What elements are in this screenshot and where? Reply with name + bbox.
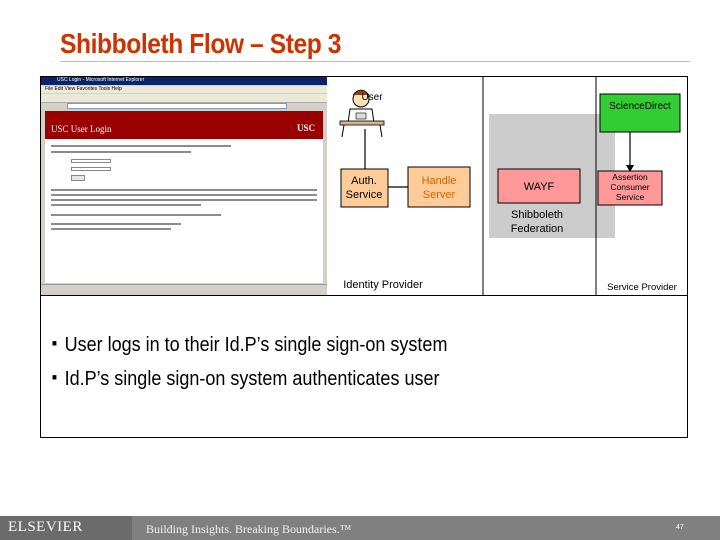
sd-acs-arrowhead: [626, 165, 634, 172]
slide-title: Shibboleth Flow – Step 3: [60, 28, 342, 59]
bullet-text: User logs in to their Id.P’s single sign…: [64, 334, 448, 356]
bullet-item: ■ User logs in to their Id.P’s single sig…: [52, 334, 447, 357]
user-label: User: [361, 92, 383, 103]
browser-menu: File Edit View Favorites Tools Help: [45, 86, 122, 92]
page-number: 47: [676, 524, 684, 531]
bullet-square-icon: ■: [52, 337, 57, 348]
browser-window-title: USC Login - Microsoft Internet Explorer: [57, 77, 145, 83]
password-field[interactable]: [71, 167, 111, 171]
acs-label-1: Assertion: [612, 172, 648, 182]
acs-label-3: Service: [616, 192, 645, 202]
page-text-line: [51, 199, 317, 201]
footer-tagline: Building Insights. Breaking Boundaries.™: [146, 522, 352, 536]
service-provider-label: Service Provider: [607, 282, 677, 293]
bullet-item: ■ Id.P’s single sign-on system authentica…: [52, 368, 439, 391]
bullet-square-icon: ■: [52, 371, 57, 382]
browser-address-bar: [67, 103, 287, 109]
auth-service-box: [340, 168, 389, 208]
federation-label-1: Shibboleth: [511, 209, 563, 221]
login-page-heading: USC User Login: [51, 124, 112, 134]
browser-titlebar: [41, 77, 327, 85]
usc-logo: USC: [297, 123, 316, 133]
login-button[interactable]: [71, 175, 85, 181]
sciencedirect-label: ScienceDirect: [609, 101, 671, 112]
wayf-label: WAYF: [524, 181, 555, 193]
username-field[interactable]: [71, 159, 111, 163]
handle-server-box: [407, 166, 471, 208]
page-text-line: [51, 194, 317, 196]
handle-server-label-1: Handle: [422, 175, 457, 187]
acs-label-2: Consumer: [610, 182, 649, 192]
bullet-text: Id.P’s single sign-on system authenticat…: [64, 368, 440, 390]
auth-service-label-2: Service: [346, 189, 383, 201]
page-text-line: [51, 223, 181, 225]
page-text-line: [51, 228, 171, 230]
user-figure-icon: [339, 89, 385, 138]
federation-label-2: Federation: [511, 223, 564, 235]
page-text-line: [51, 151, 191, 153]
wayf-box: [497, 168, 581, 204]
page-text-line: [51, 214, 221, 216]
footer-brand-panel: [0, 516, 132, 540]
page-text-line: [51, 145, 231, 147]
page-text-line: [51, 189, 317, 191]
elsevier-logo: ELSEVIER: [8, 519, 83, 535]
browser-statusbar: [41, 284, 327, 295]
browser-screenshot: USC Login - Microsoft Internet Explorer …: [41, 77, 327, 295]
auth-service-label-1: Auth.: [351, 175, 377, 187]
browser-page: USC User Login USC: [45, 111, 323, 283]
identity-provider-label: Identity Provider: [343, 279, 423, 291]
sciencedirect-box: [599, 93, 681, 133]
shibboleth-diagram: User Auth. Service Handle Server WAYF As…: [339, 77, 681, 295]
diagram-bottom-border: [41, 295, 687, 296]
assertion-consumer-service-box: [597, 170, 663, 206]
page-text-line: [51, 204, 201, 206]
handle-server-label-2: Server: [423, 189, 456, 201]
browser-toolbar: [41, 94, 327, 103]
usc-header-bar: [45, 111, 323, 139]
title-divider: [60, 61, 690, 62]
browser-menubar: [41, 86, 327, 93]
